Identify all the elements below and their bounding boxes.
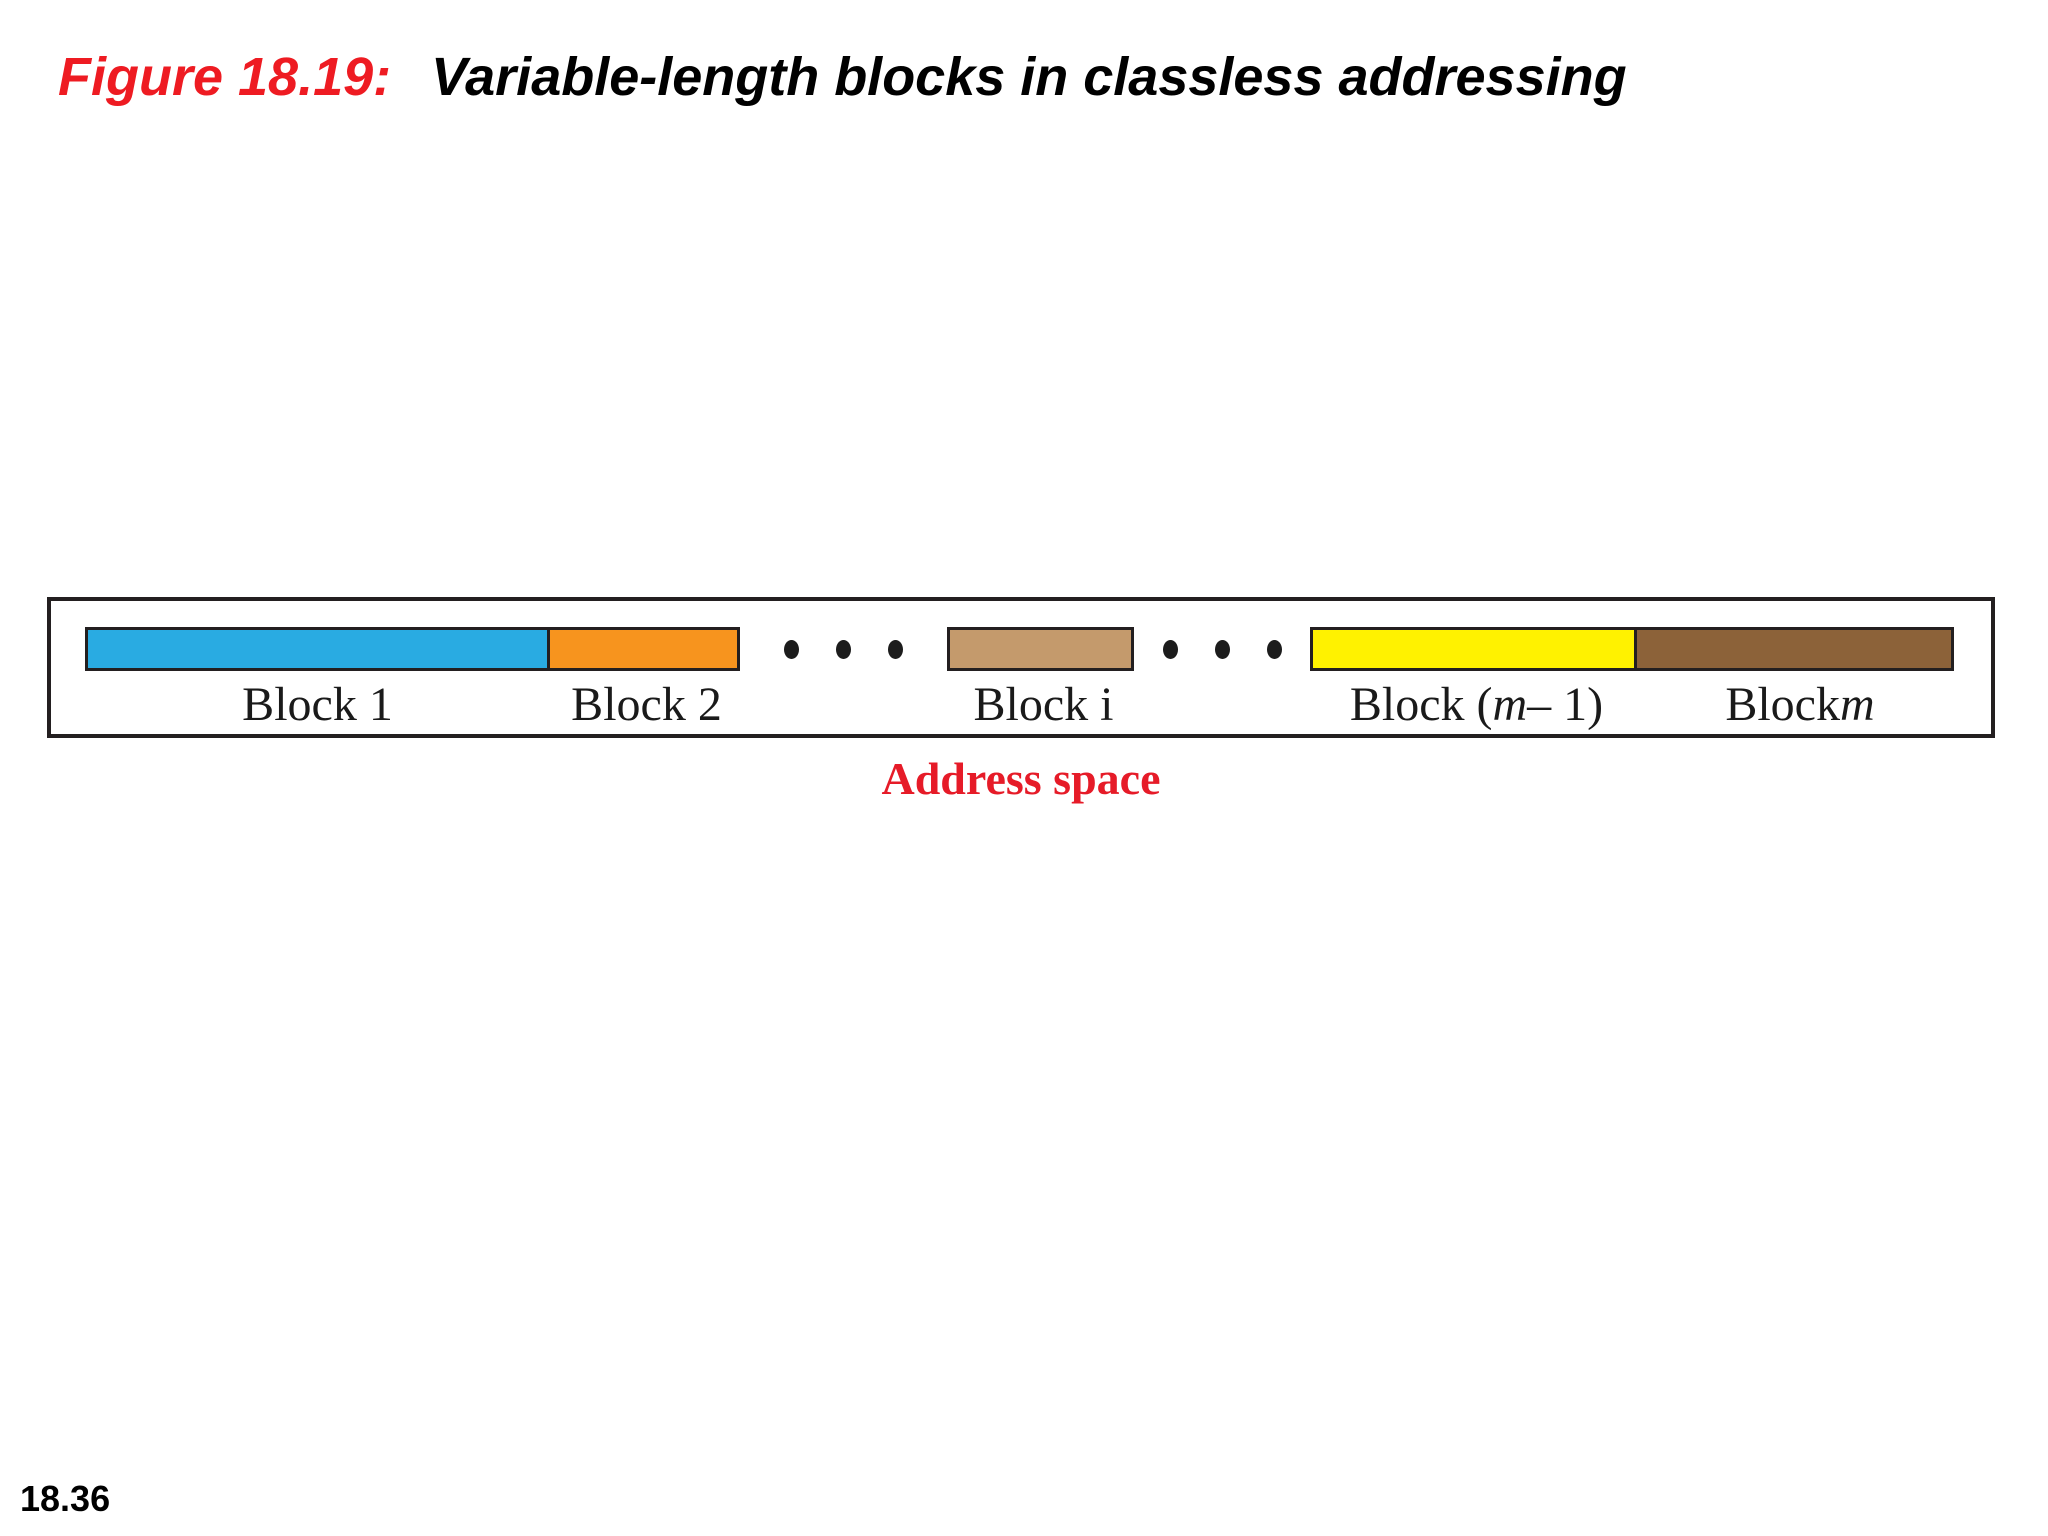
dot-icon bbox=[1266, 639, 1282, 659]
block-segment bbox=[1310, 627, 1637, 671]
blocks-label-row: Block 1 Block 2 Block i Block (m – 1) Block … bbox=[85, 671, 1960, 734]
block-label: Block m bbox=[1725, 678, 1875, 731]
ellipsis-dots bbox=[740, 627, 947, 671]
label-spacer bbox=[1137, 671, 1313, 734]
address-space-box: Block 1 Block 2 Block i Block (m – 1) Block … bbox=[47, 597, 1995, 738]
figure-number-label: Figure 18.19: bbox=[58, 47, 392, 107]
block-label: Block i bbox=[973, 678, 1114, 731]
block-segment bbox=[547, 627, 740, 671]
address-space-label: Address space bbox=[881, 753, 1161, 804]
ellipsis-dots bbox=[1134, 627, 1310, 671]
block-segment bbox=[947, 627, 1134, 671]
caption-wrap: Address space bbox=[47, 752, 1995, 805]
dot-icon bbox=[836, 639, 851, 659]
figure-title-text: Variable-length blocks in classless addr… bbox=[431, 47, 1627, 107]
page-number: 18.36 bbox=[20, 1478, 111, 1519]
dot-icon bbox=[1214, 639, 1230, 659]
block-segment bbox=[85, 627, 550, 671]
block-label: Block 2 bbox=[571, 678, 722, 731]
label-spacer bbox=[743, 671, 950, 734]
block-label: Block (m – 1) bbox=[1349, 678, 1604, 731]
block-label: Block 1 bbox=[242, 678, 393, 731]
blocks-bar bbox=[85, 627, 1960, 671]
dot-icon bbox=[1162, 639, 1178, 659]
slide-title: Figure 18.19: Variable-length blocks in c… bbox=[58, 46, 1627, 108]
dot-icon bbox=[784, 639, 799, 659]
block-segment bbox=[1634, 627, 1954, 671]
dot-icon bbox=[888, 639, 903, 659]
